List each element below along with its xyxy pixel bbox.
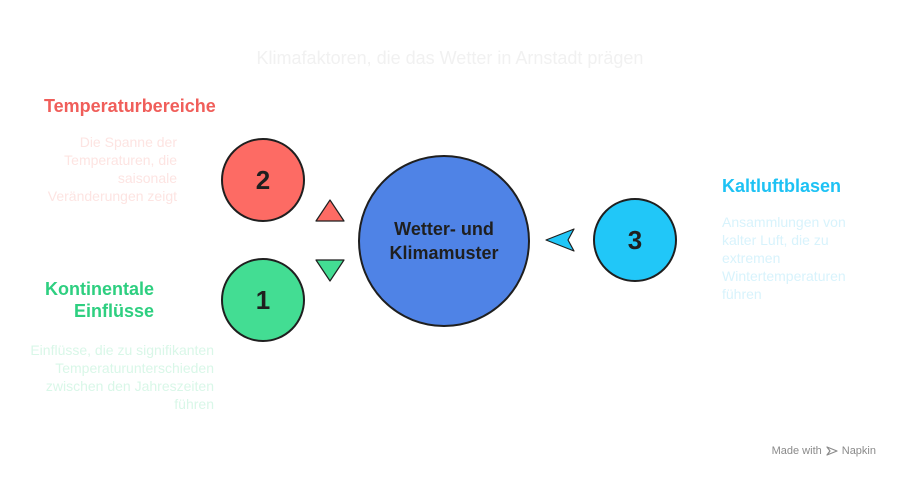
cold-air-heading: Kaltluftblasen [722,176,842,196]
continental-description: Einflüsse, die zu signifikanten Temperat… [30,342,214,412]
center-circle: Wetter- und Klimamuster [358,155,530,327]
factor-number: 3 [627,224,643,255]
napkin-logo-icon [826,446,838,456]
factor-number: 2 [255,164,271,195]
temperature-heading: Temperaturbereiche [44,96,216,116]
factor-number: 1 [255,284,271,315]
factor-circle-cold-air: 3 [593,198,677,282]
factor-circle-continental: 1 [221,258,305,342]
arrow-left-icon [545,228,575,252]
arrow-down-icon [315,259,345,282]
factor-circle-temperature: 2 [221,138,305,222]
diagram-title: Klimafaktoren, die das Wetter in Arnstad… [256,48,644,68]
made-with-napkin-badge[interactable]: Made with Napkin [772,445,876,457]
made-with-label: Made with [771,445,822,457]
arrow-up-icon [315,199,345,222]
cold-air-description: Ansammlungen von kalter Luft, die zu ext… [722,214,846,302]
center-label: Wetter- und Klimamuster [389,219,499,263]
temperature-description: Die Spanne der Temperaturen, die saisona… [47,134,177,204]
continental-heading: Kontinentale Einflüsse [44,279,154,321]
napkin-brand-label: Napkin [841,445,876,457]
